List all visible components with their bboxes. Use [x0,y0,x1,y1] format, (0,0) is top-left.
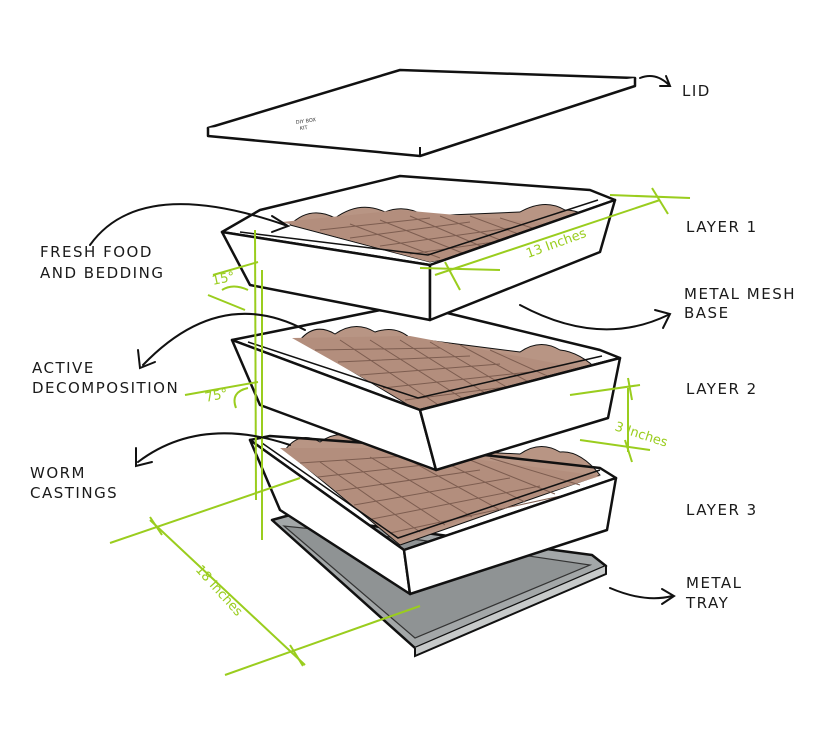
dimension-lines [109,187,691,676]
label-fresh-food-line2: AND BEDDING [40,264,165,282]
label-layer-3: LAYER 3 [686,501,758,519]
label-active-line2: DECOMPOSITION [32,379,180,397]
label-fresh-food-line1: FRESH FOOD [40,243,153,261]
lid-mark-1: DIY BOX [295,117,317,126]
label-worm-line1: WORM [30,464,87,482]
lid: DIY BOX KIT [206,68,637,158]
lid-mark-2: KIT [299,125,309,132]
label-metal-mesh-base-line1: METAL MESH [684,285,797,303]
callout-arrows [89,75,676,605]
label-layer-2: LAYER 2 [686,380,758,398]
label-lid: LID [682,82,711,100]
label-metal-tray-line1: METAL [686,574,743,592]
label-metal-mesh-base-line2: BASE [684,304,730,322]
label-worm-line2: CASTINGS [30,484,119,502]
angle-top-label: 15° [211,269,237,288]
label-layer-1: LAYER 1 [686,218,758,236]
label-active-line1: ACTIVE [32,359,95,377]
layer-3-bin [248,434,618,596]
layer-2-bin [230,302,622,472]
length-dimension-label: 18 Inches [192,563,245,620]
label-metal-tray-line2: TRAY [686,594,730,612]
angle-side-label: 75° [204,386,230,405]
